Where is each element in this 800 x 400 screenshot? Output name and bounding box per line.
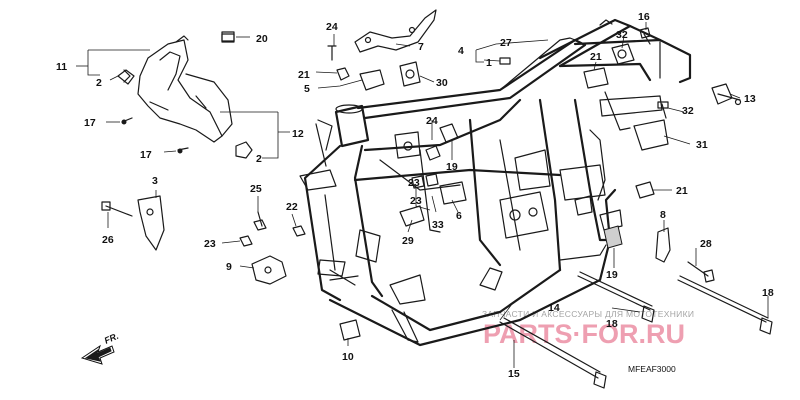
- callout: 5: [304, 83, 310, 95]
- callout: 19: [446, 161, 458, 173]
- callout: 23: [408, 177, 420, 189]
- callout: 21: [590, 51, 602, 63]
- callout: 24: [326, 21, 338, 33]
- callout: 9: [226, 261, 232, 273]
- callout: 29: [402, 235, 414, 247]
- callout: 16: [638, 11, 650, 23]
- callout: 28: [700, 238, 712, 250]
- callout: 10: [342, 351, 354, 363]
- side-cover-assembly: [117, 33, 253, 159]
- callout: 23: [410, 195, 422, 207]
- callout: 15: [508, 368, 520, 380]
- callout: 20: [256, 33, 268, 45]
- callout: 8: [660, 209, 666, 221]
- front-direction-arrow: FR.: [80, 331, 120, 365]
- callout: 32: [682, 105, 694, 117]
- callout: 3: [152, 175, 158, 187]
- watermark-brand: PARTS·FOR.RU: [483, 319, 685, 349]
- callout: 2: [96, 77, 102, 89]
- callout: 4: [458, 45, 464, 57]
- callout: 17: [84, 117, 96, 129]
- callout: 12: [292, 128, 304, 140]
- callout: 25: [250, 183, 262, 195]
- callout: 26: [102, 234, 114, 246]
- callout: 22: [286, 201, 298, 213]
- callout: 18: [606, 318, 618, 330]
- callout: 21: [298, 69, 310, 81]
- callout: 14: [548, 302, 560, 314]
- callout: 11: [56, 61, 67, 73]
- callout: 6: [456, 210, 462, 222]
- callout: 2: [256, 153, 262, 165]
- small-parts: [101, 9, 773, 389]
- callout: 30: [436, 77, 448, 89]
- callout: 1: [486, 57, 492, 69]
- callout: 24: [426, 115, 438, 127]
- diagram-code: MFEAF3000: [628, 364, 676, 374]
- callout: 21: [676, 185, 688, 197]
- callout: 23: [204, 238, 216, 250]
- callout-labels: 11 2 17 17 12 2 20 3 26 25 22 23 9 10 24…: [56, 11, 774, 380]
- callout: 7: [418, 41, 424, 53]
- callout: 17: [140, 149, 152, 161]
- watermark-subtitle: ЗАПЧАСТИ И АКСЕССУАРЫ ДЛЯ МОТОТЕХНИКИ: [482, 309, 694, 319]
- leader-lines: [76, 22, 769, 368]
- front-label: FR.: [103, 331, 120, 346]
- callout: 13: [744, 93, 756, 105]
- frame-body: [299, 18, 692, 347]
- callout: 32: [616, 29, 628, 41]
- callout: 33: [432, 219, 444, 231]
- callout: 19: [606, 269, 618, 281]
- callout: 27: [500, 37, 512, 49]
- callout: 31: [696, 139, 708, 151]
- callout: 18: [762, 287, 774, 299]
